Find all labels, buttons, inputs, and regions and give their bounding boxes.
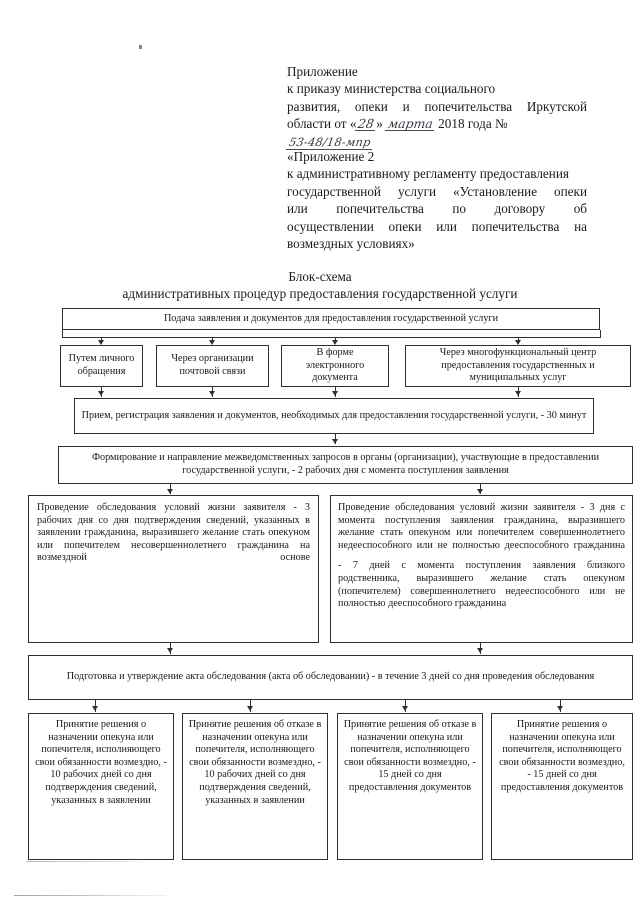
arrow-registration-to-interagency <box>332 439 338 444</box>
order-year-label: 2018 года № <box>438 116 508 132</box>
flow-box-channel-postal-label: Через организации почтовой связи <box>171 353 254 377</box>
page-bottom-smudge <box>26 861 144 862</box>
arrow-to-personal <box>98 340 104 345</box>
regulation-ref-line-4: или попечительства по договору об <box>287 201 587 217</box>
flow-box-decision-approve-15-days: Принятие решения о назначении опекуна ил… <box>491 713 633 860</box>
flow-box-channel-mfc-label: Через многофункциональный центр предоста… <box>439 347 597 384</box>
flow-box-survey-minor: Проведение обследования условий жизни за… <box>28 495 319 643</box>
flow-box-channel-postal: Через организации почтовой связи <box>156 345 269 387</box>
flow-box-registration: Прием, регистрация заявления и документо… <box>74 398 594 434</box>
arrow-to-decision-4 <box>557 706 563 711</box>
flow-box-survey-adult: Проведение обследования условий жизни за… <box>330 495 633 643</box>
flow-box-application-submission: Подача заявления и документов для предос… <box>62 308 600 330</box>
appendix-ref-line-2: к приказу министерства социального <box>287 81 496 97</box>
connector-to-postal <box>212 337 213 342</box>
flow-box-survey-act-label: Подготовка и утверждение акта обследован… <box>66 671 595 683</box>
arrow-to-survey-adult <box>477 489 483 494</box>
flow-box-survey-minor-label: Проведение обследования условий жизни за… <box>37 502 310 564</box>
order-date-prefix: области от « <box>287 116 357 132</box>
flow-box-decision-refuse-15-days: Принятие решения об отказе в назначении … <box>337 713 483 860</box>
flow-box-survey-adult-paragraph-2: - 7 дней с момента поступления заявления… <box>338 560 625 610</box>
flow-box-survey-act: Подготовка и утверждение акта обследован… <box>28 655 633 700</box>
arrow-to-survey-minor <box>167 489 173 494</box>
flow-box-survey-adult-body: Проведение обследования условий жизни за… <box>338 502 625 611</box>
flow-box-interagency-requests-label: Формирование и направление межведомствен… <box>91 452 600 476</box>
arrow-to-decision-2 <box>247 706 253 711</box>
flow-box-decision-refuse-10-working-days: Принятие решения об отказе в назначении … <box>182 713 328 860</box>
flow-box-channel-personal-label: Путем личного обращения <box>68 353 135 377</box>
flow-box-decision-approve-15-days-label: Принятие решения о назначении опекуна ил… <box>499 719 625 793</box>
appendix-ref-line-1: Приложение <box>287 64 358 79</box>
flow-box-application-submission-label: Подача заявления и документов для предос… <box>163 312 499 324</box>
regulation-ref-line-5: осуществлении опеки или попечительства н… <box>287 218 587 234</box>
connector-to-personal <box>101 337 102 342</box>
flowchart-title: Блок-схема административных процедур пре… <box>60 268 580 303</box>
connector-to-mfc <box>518 337 519 342</box>
order-month-handwritten: марта <box>385 116 436 132</box>
flow-box-channel-electronic: В форме электронного документа <box>281 345 389 387</box>
regulation-ref-line-2: к административному регламенту предостав… <box>287 166 569 182</box>
order-day-handwritten: 28 <box>355 116 378 132</box>
flow-box-survey-adult-paragraph-1: Проведение обследования условий жизни за… <box>338 502 625 551</box>
regulation-ref-line-6: возмездных условиях» <box>287 236 415 252</box>
arrow-to-decision-3 <box>402 706 408 711</box>
regulation-ref-line-3: государственной услуги «Установление опе… <box>287 183 587 199</box>
arrow-postal-drop <box>209 391 215 396</box>
flow-box-decision-approve-10-working-days-label: Принятие решения о назначении опекуна ил… <box>35 719 167 806</box>
flow-box-interagency-requests: Формирование и направление межведомствен… <box>58 446 633 484</box>
arrow-to-decision-1 <box>92 706 98 711</box>
flow-box-registration-label: Прием, регистрация заявления и документо… <box>81 409 587 421</box>
flowchart-title-line-2: административных процедур предоставления… <box>122 286 518 302</box>
appendix-reference-block: Приложение к приказу министерства социал… <box>285 63 587 150</box>
order-date-mid: » <box>376 116 383 132</box>
regulation-ref-line-1: «Приложение 2 <box>287 149 375 164</box>
flow-box-channel-electronic-label: В форме электронного документа <box>305 347 365 384</box>
arrow-to-postal <box>209 340 215 345</box>
regulation-reference-block: «Приложение 2 к административному реглам… <box>287 148 587 252</box>
flow-box-channel-personal: Путем личного обращения <box>60 345 143 387</box>
appendix-ref-line-3: развития, опеки и попечительства Иркутск… <box>287 98 587 114</box>
flow-box-decision-refuse-15-days-label: Принятие решения об отказе в назначении … <box>343 719 477 793</box>
arrow-survey-minor-drop <box>167 648 173 653</box>
flow-box-channel-mfc: Через многофункциональный центр предоста… <box>405 345 631 387</box>
appendix-ref-line-4: области от «28» марта 2018 года № 53-48/… <box>285 115 587 150</box>
arrow-personal-drop <box>98 391 104 396</box>
flow-box-decision-approve-10-working-days: Принятие решения о назначении опекуна ил… <box>28 713 174 860</box>
stray-mark <box>139 45 142 49</box>
flow-box-decision-refuse-10-working-days-label: Принятие решения об отказе в назначении … <box>188 719 322 806</box>
arrow-to-electronic <box>332 340 338 345</box>
connector-intake-bus <box>62 337 600 338</box>
arrow-to-mfc <box>515 340 521 345</box>
connector-intake-right-drop <box>600 330 601 338</box>
flowchart-title-line-1: Блок-схема <box>288 269 352 284</box>
connector-intake-left-drop <box>62 330 63 338</box>
arrow-electronic-drop <box>332 391 338 396</box>
page-bottom-rule <box>14 895 166 896</box>
arrow-mfc-drop <box>515 391 521 396</box>
arrow-survey-adult-drop <box>477 648 483 653</box>
connector-to-electronic <box>335 337 336 342</box>
